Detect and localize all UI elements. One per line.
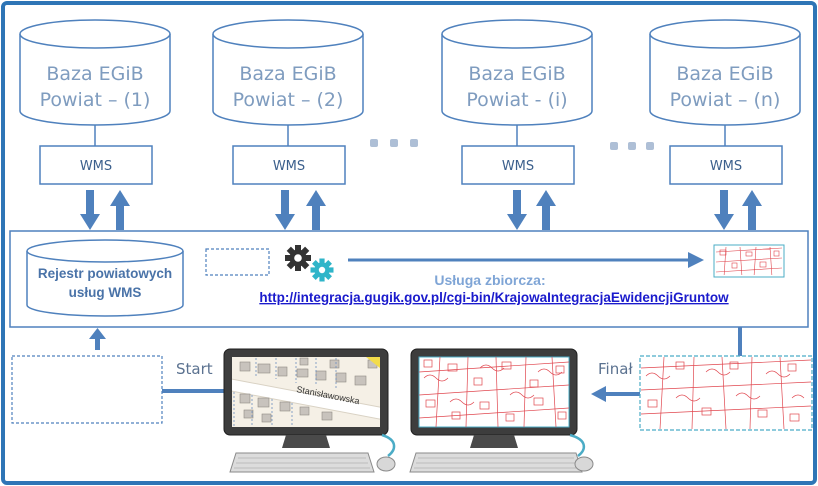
monitor-stand [282, 435, 330, 448]
database-district: Powiat – (1) [40, 89, 151, 111]
mouse-cable [381, 433, 396, 457]
wms-label: WMS [273, 159, 305, 174]
arrow-down-icon [80, 190, 100, 230]
aggregation-arrow [348, 252, 704, 268]
wms-label: WMS [80, 159, 112, 174]
arrow-up-icon [742, 190, 762, 230]
street-map-view: Stanisławowska [232, 357, 380, 426]
database-district: Powiat - (i) [466, 89, 567, 111]
wms-arrows-1 [80, 190, 130, 230]
arrow-down-icon [714, 190, 734, 230]
ellipsis-dots-left [370, 139, 418, 147]
parcel-map-view [419, 357, 569, 427]
final-computer [409, 348, 594, 473]
wms-box-2: WMS [232, 145, 346, 185]
wms-arrows-n [714, 190, 762, 230]
wms-label: WMS [502, 159, 534, 174]
cyan-gear-icon [310, 258, 334, 282]
arrow-down-icon [275, 190, 295, 230]
keyboard-icon [229, 452, 375, 473]
service-title: Usługa zbiorcza: [434, 272, 545, 288]
final-map-tile [639, 355, 813, 431]
service-url-link[interactable]: http://integracja.gugik.gov.pl/cgi-bin/K… [259, 290, 729, 305]
registry-subtitle: usług WMS [69, 285, 142, 300]
final-label: Finał [598, 360, 633, 378]
gears-icon [285, 245, 334, 282]
dark-gear-icon [285, 245, 311, 271]
client-placeholder-box [11, 355, 163, 424]
merged-map-thumbnail [713, 244, 785, 278]
wms-box-n: WMS [669, 145, 783, 185]
database-powiat-i: Baza EGiB Powiat - (i) [441, 19, 593, 126]
ellipsis-dots-right [610, 142, 654, 150]
arrow-up-icon [89, 328, 106, 339]
arrow-up-icon [306, 190, 326, 230]
monitor-stand [470, 435, 518, 448]
wms-label: WMS [710, 159, 742, 174]
wms-box-i: WMS [461, 145, 575, 185]
mouse-icon [376, 456, 396, 472]
keyboard-icon [409, 452, 583, 473]
wms-arrows-i [507, 190, 556, 230]
mouse-cable [569, 433, 585, 457]
database-district: Powiat – (n) [670, 89, 781, 111]
registry-database: Rejestr powiatowych usług WMS [26, 239, 184, 317]
database-name: Baza EGiB [468, 63, 565, 85]
database-name: Baza EGiB [676, 63, 773, 85]
database-powiat-n: Baza EGiB Powiat – (n) [649, 19, 801, 126]
arrow-up-icon [536, 190, 556, 230]
empty-placeholder-box [205, 248, 270, 276]
arrow-right-icon [688, 252, 704, 268]
request-arrow [89, 328, 106, 350]
arrow-left-icon [591, 386, 606, 402]
database-name: Baza EGiB [239, 63, 336, 85]
database-connectors [94, 125, 726, 146]
mouse-icon [574, 456, 594, 472]
arrow-up-icon [110, 190, 130, 230]
database-district: Powiat – (2) [233, 89, 344, 111]
registry-title: Rejestr powiatowych [38, 266, 172, 281]
wms-box-1: WMS [39, 145, 153, 185]
database-powiat-1: Baza EGiB Powiat – (1) [19, 19, 171, 126]
database-name: Baza EGiB [46, 63, 143, 85]
final-arrow [591, 386, 642, 402]
wms-arrows-2 [275, 190, 326, 230]
arrow-down-icon [507, 190, 527, 230]
start-label: Start [176, 360, 213, 378]
start-computer: Stanisławowska [223, 348, 396, 473]
database-powiat-2: Baza EGiB Powiat – (2) [212, 19, 364, 126]
